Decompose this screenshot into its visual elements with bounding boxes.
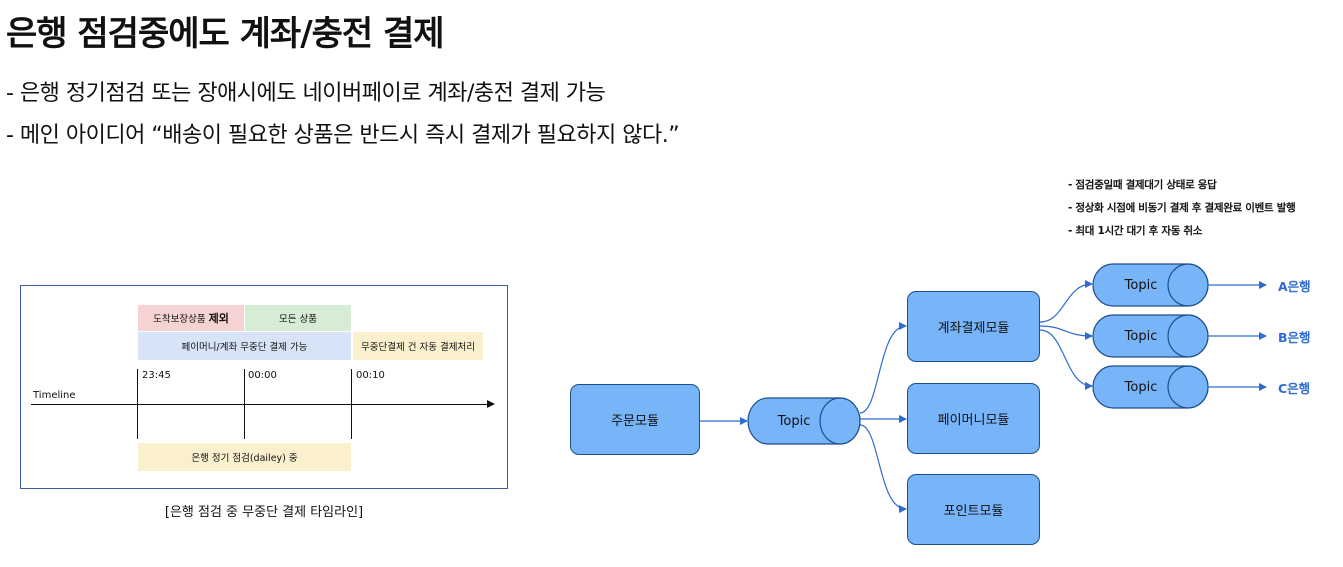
- bullet-availability: - 은행 정기점검 또는 장애시에도 네이버페이로 계좌/충전 결제 가능: [6, 81, 606, 106]
- timeline-caption: [은행 점검 중 무중단 결제 타임라인]: [164, 505, 364, 520]
- topic-label: Topic: [1124, 277, 1158, 293]
- time-marker-line: [137, 369, 138, 439]
- bullet-main-idea: - 메인 아이디어 “배송이 필요한 상품은 반드시 즉시 결제가 필요하지 않…: [6, 123, 680, 148]
- topic-label: Topic: [1124, 379, 1158, 395]
- timeline-figure: 도착보장상품 제외 모든 상품 페이머니/계좌 무중단 결제 가능 무중단결제 …: [20, 285, 508, 489]
- time-label: 23:45: [142, 370, 171, 381]
- timeline-arrowhead: [487, 400, 495, 408]
- notes-list: - 점검중일때 결제대기 상태로 응답 - 정상화 시점에 비동기 결제 후 결…: [1068, 174, 1296, 243]
- topic-label: Topic: [1124, 328, 1158, 344]
- nonstop-payment-cell: 페이머니/계좌 무중단 결제 가능: [138, 332, 351, 360]
- all-products-cell: 모든 상품: [245, 305, 351, 331]
- auto-processing-cell: 무중단결제 건 자동 결제처리: [353, 332, 483, 360]
- bank-a-label: A은행: [1278, 279, 1311, 294]
- excluded-products-cell: 도착보장상품 제외: [138, 305, 244, 331]
- topic-label: Topic: [777, 413, 811, 429]
- time-marker-line: [351, 369, 352, 439]
- bank-c-label: C은행: [1278, 381, 1311, 396]
- point-module: 포인트모듈: [907, 474, 1040, 545]
- order-module: 주문모듈: [570, 384, 700, 455]
- time-marker-line: [244, 369, 245, 439]
- account-payment-module: 계좌결제모듈: [907, 291, 1040, 362]
- timeline-axis-label: Timeline: [33, 390, 76, 401]
- bank-maintenance-cell: 은행 정기 점검(dailey) 중: [138, 443, 351, 471]
- timeline-axis: [31, 404, 491, 405]
- time-label: 00:00: [248, 370, 277, 381]
- note-item: - 최대 1시간 대기 후 자동 취소: [1068, 225, 1203, 237]
- excluded-tag: 제외: [208, 312, 229, 325]
- excluded-products-label: 도착보장상품: [153, 314, 206, 325]
- note-item: - 점검중일때 결제대기 상태로 응답: [1068, 179, 1217, 191]
- bank-b-label: B은행: [1278, 330, 1311, 345]
- page-title: 은행 점검중에도 계좌/충전 결제: [6, 14, 445, 54]
- time-label: 00:10: [356, 370, 385, 381]
- note-item: - 정상화 시점에 비동기 결제 후 결제완료 이벤트 발행: [1068, 202, 1296, 214]
- paymoney-module: 페이머니모듈: [907, 383, 1040, 454]
